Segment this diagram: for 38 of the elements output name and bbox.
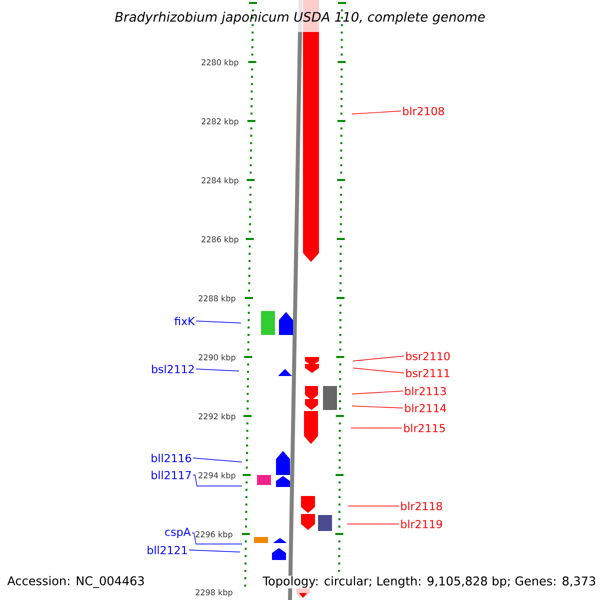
scale-label: 2280 kbp (202, 59, 238, 67)
scale-label: 2292 kbp (198, 413, 236, 421)
leader-line (192, 458, 242, 462)
genome-info-label: Topology: circular; Length: 9,105,828 bp; Genes: 8,373 (262, 576, 597, 588)
leader-line (196, 320, 242, 324)
scale-label: 2294 kbp (198, 472, 236, 480)
gene-label: blr2113 (405, 386, 446, 396)
gene-label: blr2108 (403, 106, 444, 116)
leader-line (352, 406, 404, 408)
gene-label: bll2117 (152, 470, 191, 480)
scale-label: 2288 kbp (198, 295, 236, 303)
scale-label: 2290 kbp (198, 354, 236, 362)
gene-label: bll2116 (152, 454, 192, 462)
gene-label: bsr2111 (406, 368, 450, 378)
leader-line (352, 356, 404, 362)
gene-label: blr2118 (401, 502, 442, 510)
gene-label: bll2121 (148, 546, 187, 554)
leader-line (192, 474, 242, 486)
scale-label: 2284 kbp (202, 177, 238, 185)
scale-label: 2286 kbp (202, 236, 238, 244)
scale-label: 2282 kbp (202, 118, 238, 126)
gene-label: cspA (165, 528, 191, 538)
gene-label: blr2115 (404, 424, 445, 432)
title: Bradyrhizobium japonicum USDA 110, complete genome (115, 12, 485, 24)
leader-line (192, 532, 242, 544)
leader-line (188, 550, 240, 552)
leader-line (196, 368, 240, 372)
gene-label: bsl2112 (152, 364, 194, 374)
gene-label: fixK (174, 316, 196, 326)
gene-label: blr2119 (401, 520, 442, 528)
scale-label: 2298 kbp (196, 589, 232, 597)
scale-label: 2296 kbp (196, 531, 232, 539)
leader-line (352, 110, 402, 114)
leader-line (352, 368, 404, 374)
leader-line (352, 390, 404, 394)
gene-label: bsr2110 (406, 352, 450, 360)
accession-label: Accession: NC_004463 (7, 576, 144, 588)
gene-label: blr2114 (405, 404, 446, 412)
